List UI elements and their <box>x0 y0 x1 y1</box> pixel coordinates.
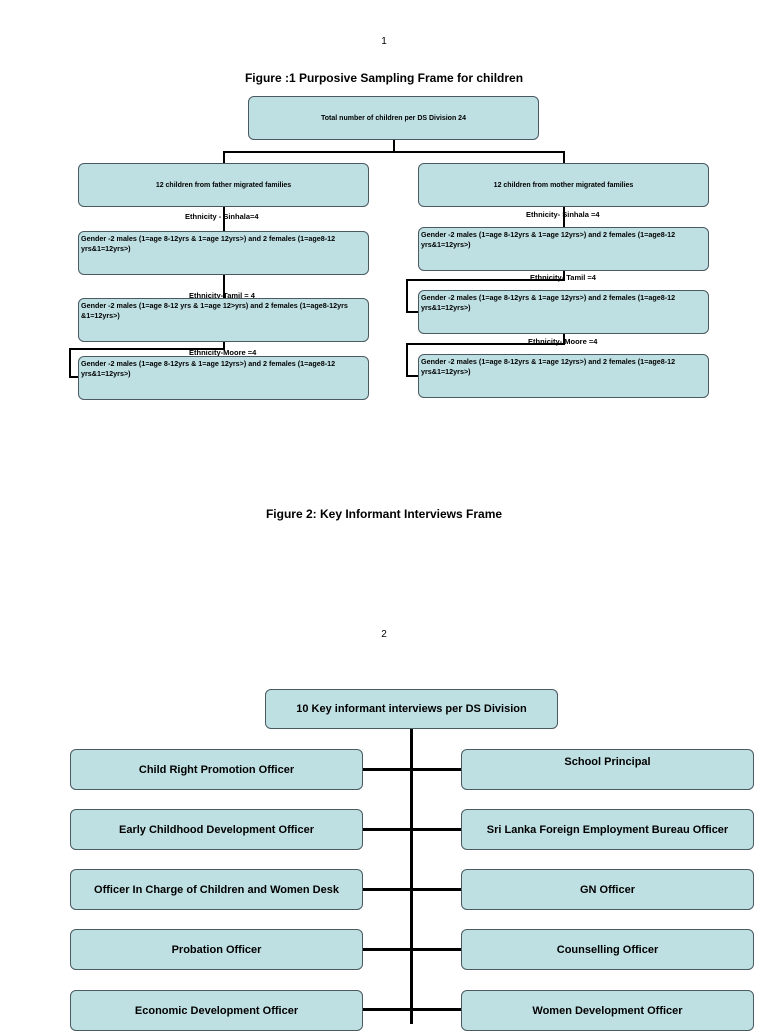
connector <box>69 348 71 378</box>
connector <box>69 348 225 350</box>
informant-box-right: Counselling Officer <box>461 929 754 970</box>
informant-box-left: Early Childhood Development Officer <box>70 809 363 850</box>
page-number-2: 2 <box>381 629 387 640</box>
informant-box-right: School Principal <box>461 749 754 790</box>
root-total-children-box: Total number of children per DS Division… <box>248 96 539 140</box>
connector <box>223 151 225 163</box>
connector <box>410 729 413 1024</box>
mother-migrated-box: 12 children from mother migrated familie… <box>418 163 709 207</box>
connector <box>223 342 225 350</box>
gender-box: Gender -2 males (1=age 8-12yrs & 1=age 1… <box>78 231 369 275</box>
connector <box>406 279 565 281</box>
ethnicity-label: Ethnicity- Moore =4 <box>528 337 598 346</box>
ethnicity-label: Ethnicity - Sinhala=4 <box>185 212 259 221</box>
connector <box>406 311 419 313</box>
connector <box>563 151 565 163</box>
informant-box-left: Probation Officer <box>70 929 363 970</box>
connector <box>362 828 462 831</box>
connector <box>563 271 565 280</box>
father-migrated-box: 12 children from father migrated familie… <box>78 163 369 207</box>
informant-box-left: Child Right Promotion Officer <box>70 749 363 790</box>
ethnicity-label: Ethnicity-Moore =4 <box>189 348 257 357</box>
figure-2-title: Figure 2: Key Informant Interviews Frame <box>265 507 503 521</box>
connector <box>223 275 225 298</box>
connector <box>406 343 565 345</box>
page-number-1: 1 <box>381 36 387 47</box>
connector <box>362 768 462 771</box>
gender-box: Gender -2 males (1=age 8-12yrs & 1=age 1… <box>78 356 369 400</box>
connector <box>406 375 419 377</box>
gender-box: Gender -2 males (1=age 8-12 yrs & 1=age … <box>78 298 369 342</box>
ethnicity-label: Ethnicity- Sinhala =4 <box>526 210 600 219</box>
informant-box-right: GN Officer <box>461 869 754 910</box>
connector <box>362 888 462 891</box>
gender-box: Gender -2 males (1=age 8-12yrs & 1=age 1… <box>418 290 709 334</box>
informant-box-right: Women Development Officer <box>461 990 754 1031</box>
connector <box>393 140 395 152</box>
connector <box>223 207 225 231</box>
figure-1-title: Figure :1 Purposive Sampling Frame for c… <box>244 71 524 85</box>
ethnicity-label: Ethnicity-Tamil = 4 <box>189 291 255 300</box>
informant-box-left: Officer In Charge of Children and Women … <box>70 869 363 910</box>
informant-box-right: Sri Lanka Foreign Employment Bureau Offi… <box>461 809 754 850</box>
gender-box: Gender -2 males (1=age 8-12yrs & 1=age 1… <box>418 354 709 398</box>
gender-box: Gender -2 males (1=age 8-12yrs & 1=age 1… <box>418 227 709 271</box>
connector <box>362 1008 462 1011</box>
connector <box>69 376 79 378</box>
ethnicity-label: Ethnicity- Tamil =4 <box>530 273 596 282</box>
connector <box>223 151 564 153</box>
connector <box>406 343 408 377</box>
connector <box>362 948 462 951</box>
root-key-informant-box: 10 Key informant interviews per DS Divis… <box>265 689 558 729</box>
connector <box>563 207 565 227</box>
connector <box>406 279 408 313</box>
connector <box>563 334 565 344</box>
informant-box-left: Economic Development Officer <box>70 990 363 1031</box>
